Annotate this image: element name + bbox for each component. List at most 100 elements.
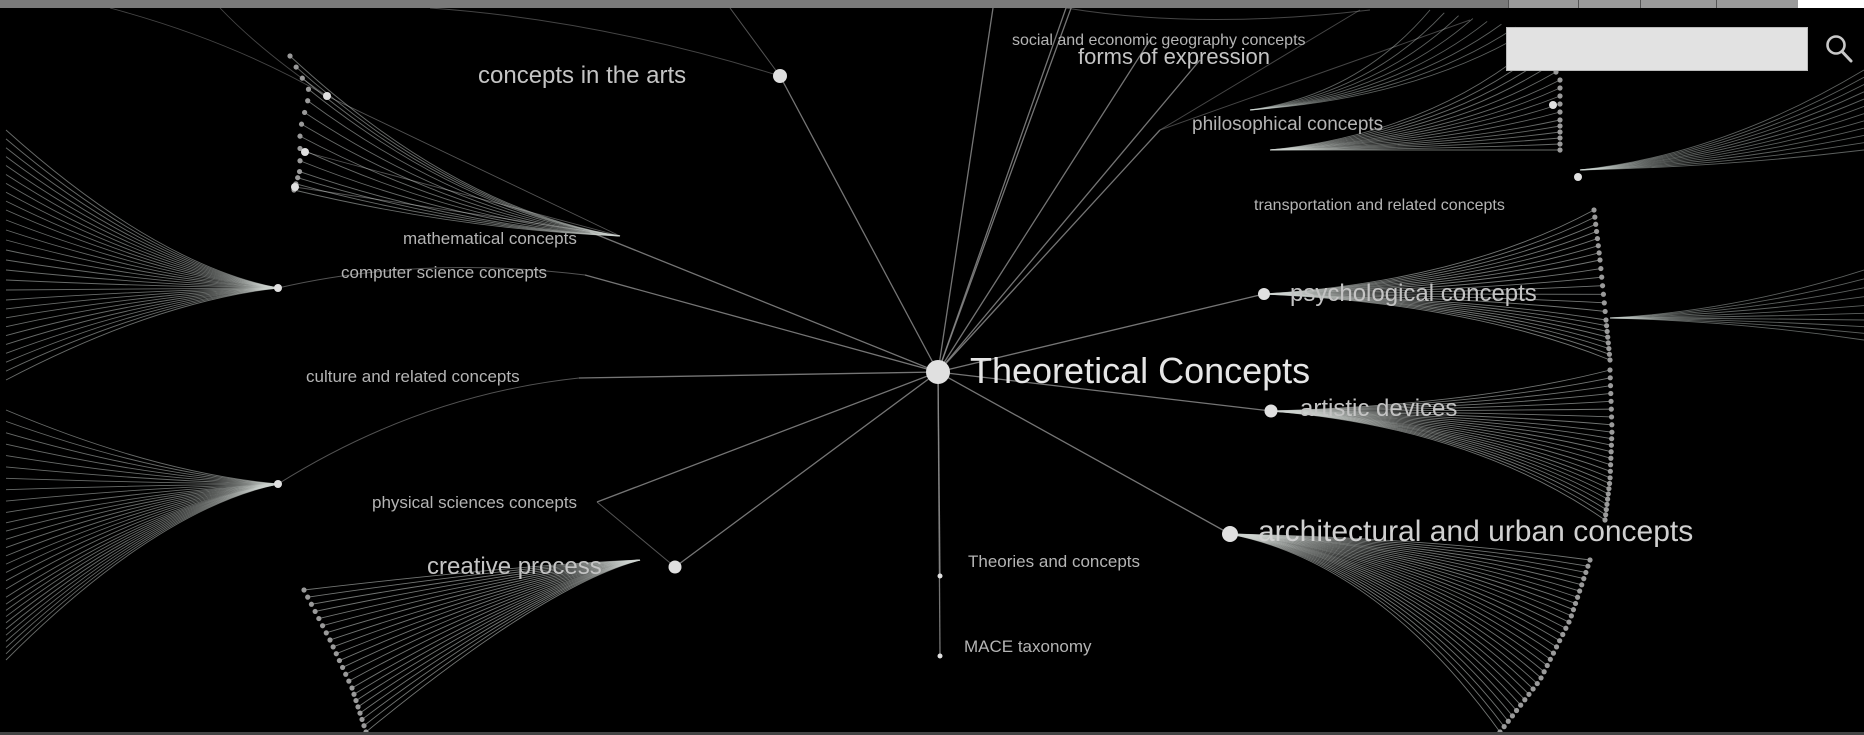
node-psychological-concepts (1258, 288, 1270, 300)
leaf-node (1534, 680, 1540, 687)
node-label-mace-taxonomy[interactable]: MACE taxonomy (964, 637, 1092, 656)
leaf-node (1609, 429, 1615, 435)
node-label-philosophical-concepts[interactable]: philosophical concepts (1192, 114, 1384, 135)
edge (937, 39, 1151, 373)
node-label-social-economic-geography[interactable]: social and economic geography concepts (1012, 32, 1306, 49)
leaf-node (1609, 436, 1615, 442)
leaf-node (1607, 357, 1613, 363)
edge (365, 559, 641, 732)
node-label-architectural-and-urban-concepts[interactable]: architectural and urban concepts (1258, 515, 1694, 548)
edge (5, 156, 279, 289)
edge (5, 409, 279, 485)
toolbar-button-1[interactable] (1508, 0, 1579, 8)
edge (1579, 120, 1864, 171)
leaf-node (297, 133, 303, 139)
root-node-label[interactable]: Theoretical Concepts (970, 350, 1311, 391)
node-label-physical-sciences-concepts[interactable]: physical sciences concepts (372, 493, 578, 512)
edge (5, 174, 279, 289)
node-label-creative-process[interactable]: creative process (427, 553, 602, 580)
node-computer-science-concepts (274, 284, 282, 292)
edge (5, 279, 279, 289)
edge (1270, 410, 1606, 521)
edge (1263, 293, 1611, 361)
leaf-node (1592, 214, 1598, 220)
leaf-node (1513, 707, 1520, 714)
leaf-node (1594, 235, 1601, 242)
leaf-node (1579, 582, 1585, 588)
edge (1269, 55, 1549, 151)
node-right-top-hub-2 (1574, 173, 1582, 181)
leaf-node (298, 121, 305, 127)
node-label-transportation[interactable]: transportation and related concepts (1254, 197, 1505, 214)
node-left-top-hub (323, 92, 331, 100)
leaf-node (287, 53, 293, 59)
leaf-node (1603, 506, 1609, 513)
node-label-culture-and-related-concepts[interactable]: culture and related concepts (306, 367, 520, 386)
edge (5, 259, 279, 289)
edge (779, 75, 939, 373)
edge (1609, 305, 1864, 319)
edge (1579, 69, 1864, 171)
node-concepts-in-the-arts (773, 69, 787, 83)
leaf-node (1585, 563, 1591, 569)
leaf-node (296, 168, 303, 175)
edge (1269, 63, 1553, 151)
edge (674, 371, 939, 568)
leaf-node (1557, 117, 1563, 123)
edge (299, 135, 621, 237)
node-label-theories-and-concepts[interactable]: Theories and concepts (968, 552, 1140, 571)
leaf-node (333, 651, 339, 657)
leaf-node (1509, 713, 1516, 719)
leaf-node (1544, 662, 1550, 669)
edge (1249, 26, 1516, 111)
leaf-node (1518, 702, 1524, 708)
leaf-node (308, 601, 315, 607)
toolbar-button-4[interactable] (1716, 0, 1799, 8)
leaf-node (351, 691, 357, 697)
toolbar-button-2[interactable] (1578, 0, 1641, 8)
edge (1269, 71, 1557, 151)
edge (5, 200, 279, 289)
edge (1609, 317, 1864, 334)
node-label-forms-of-expression[interactable]: forms of expression (1078, 44, 1270, 69)
edge (1263, 276, 1602, 295)
node-label-psychological-concepts[interactable]: psychological concepts (1290, 280, 1537, 307)
edge (5, 239, 279, 289)
edge (5, 287, 279, 291)
leaf-node (299, 75, 305, 81)
leaf-node (1550, 650, 1557, 656)
edge (293, 189, 621, 237)
node-label-artistic-devices[interactable]: artistic devices (1300, 395, 1458, 422)
leaf-node (1603, 317, 1609, 323)
leaf-node (1605, 334, 1611, 340)
node-theories-and-concepts (937, 573, 943, 579)
leaf-node (1608, 406, 1614, 412)
leaf-node (1593, 221, 1599, 227)
edge (1249, 15, 1459, 111)
node-label-mathematical-concepts[interactable]: mathematical concepts (403, 229, 577, 248)
node-culture-and-related-concepts (274, 480, 282, 488)
leaf-node (346, 678, 352, 684)
nodes-layer (274, 69, 1582, 659)
search-input[interactable] (1506, 27, 1808, 71)
edge (1249, 21, 1488, 111)
leaf-node (305, 594, 311, 600)
edge (1609, 317, 1864, 341)
node-label-concepts-in-the-arts[interactable]: concepts in the arts (478, 62, 687, 89)
edge (5, 129, 279, 289)
node-label-computer-science-concepts[interactable]: computer science concepts (341, 263, 547, 282)
leaf-node (1608, 455, 1614, 461)
edge (578, 371, 939, 379)
edge (307, 100, 621, 237)
toolbar-button-3[interactable] (1640, 0, 1717, 8)
search-icon[interactable] (1823, 32, 1855, 66)
edge (1249, 12, 1445, 111)
leaf-node (1541, 669, 1547, 675)
edge (5, 455, 279, 485)
leaf-node (1570, 607, 1577, 613)
leaf-node (1607, 367, 1613, 373)
concept-graph[interactable] (0, 8, 1864, 732)
leaf-node (297, 145, 303, 152)
leaf-node (1557, 129, 1563, 135)
edge (5, 182, 279, 289)
